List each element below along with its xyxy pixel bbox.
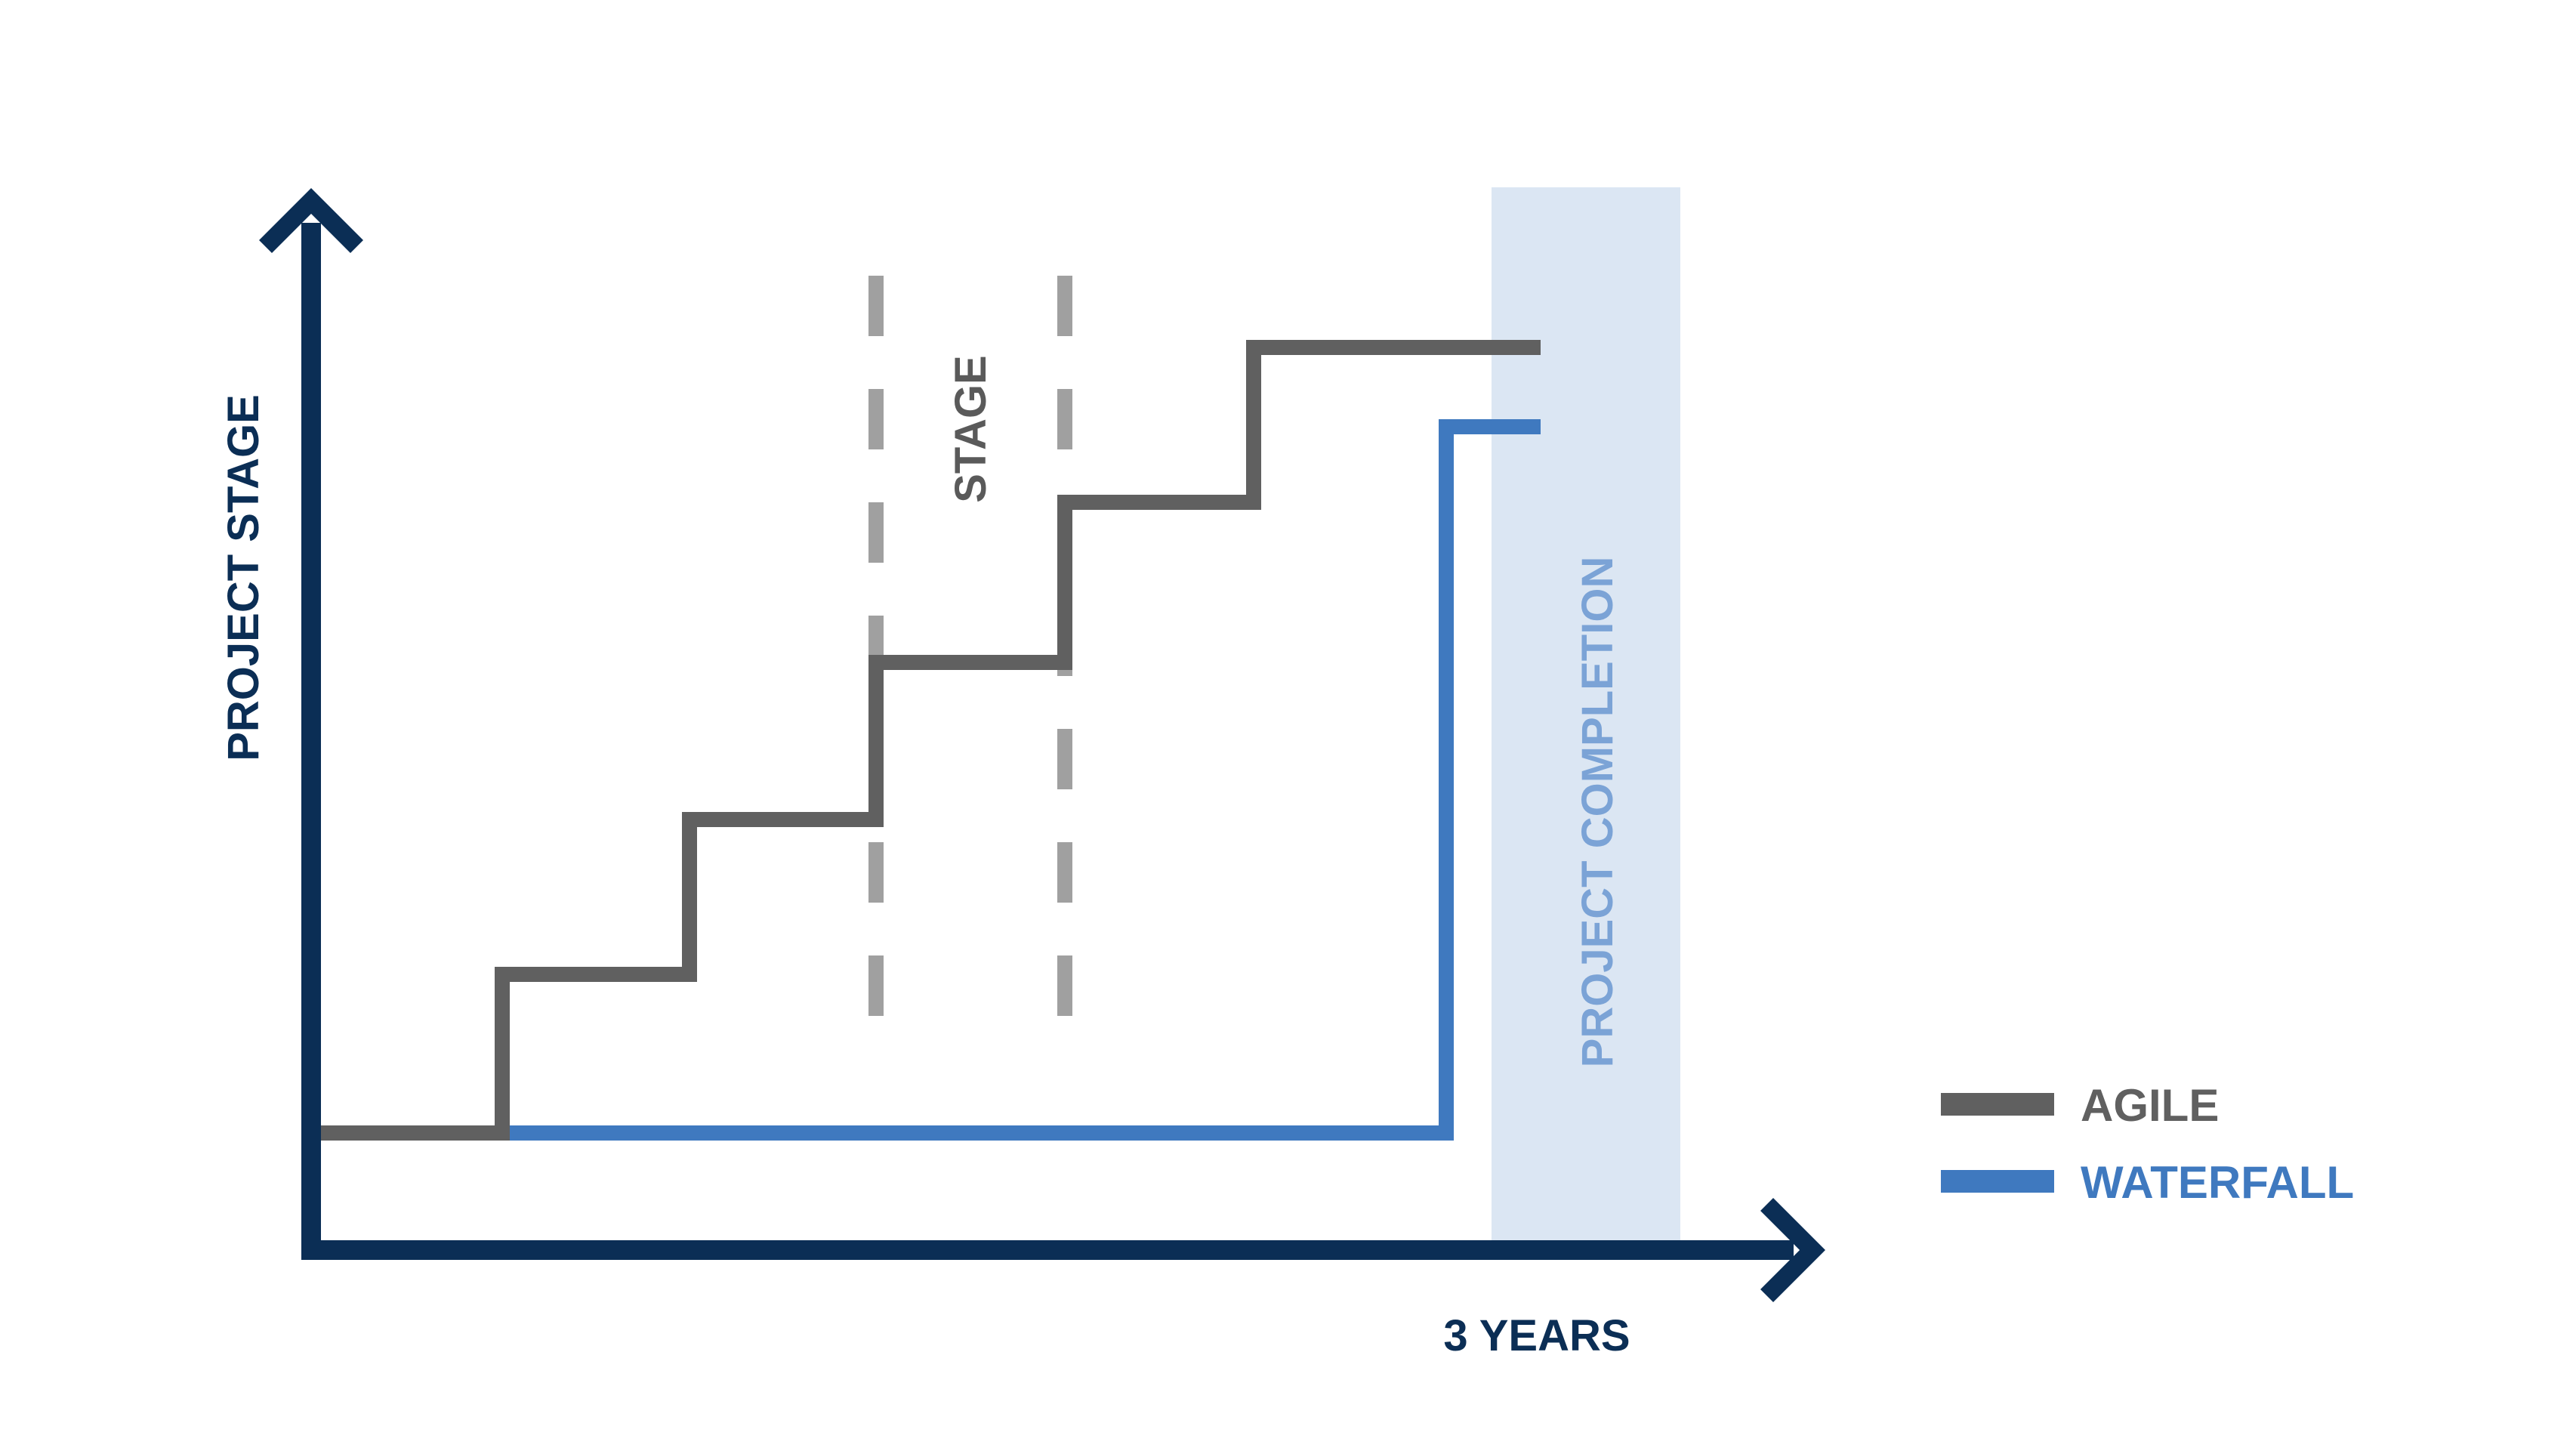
agile-line: [317, 340, 1541, 1141]
y-axis-label: PROJECT STAGE: [219, 394, 268, 761]
legend-label-waterfall: WATERFALL: [2081, 1157, 2354, 1208]
x-axis: [301, 1198, 1825, 1302]
stage-label: STAGE: [946, 355, 995, 503]
project-completion-band: [1492, 187, 1680, 1245]
legend-item-waterfall: WATERFALL: [1941, 1157, 2354, 1208]
legend-label-agile: AGILE: [2081, 1080, 2219, 1131]
x-axis-label: 3 YEARS: [1443, 1311, 1630, 1360]
legend: AGILE WATERFALL: [1941, 1080, 2354, 1208]
legend-item-agile: AGILE: [1941, 1080, 2219, 1131]
project-completion-label: PROJECT COMPLETION: [1573, 557, 1622, 1068]
legend-swatch-waterfall: [1941, 1170, 2054, 1193]
waterfall-line: [502, 419, 1541, 1141]
y-axis: [259, 188, 363, 1260]
arrow-up-icon: [259, 188, 363, 253]
legend-swatch-agile: [1941, 1093, 2054, 1116]
arrow-right-icon: [1760, 1198, 1825, 1302]
